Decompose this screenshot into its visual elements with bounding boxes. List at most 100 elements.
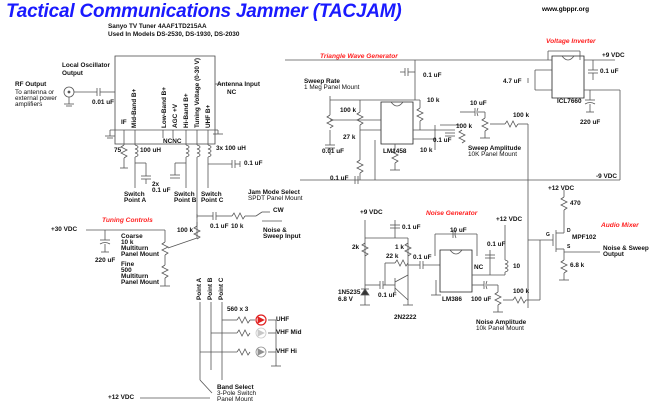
mixer-supply: +12 VDC xyxy=(548,185,575,192)
tuning-section-label: Tuning Controls xyxy=(102,217,153,224)
led-vhf-hi-label: VHF Hi xyxy=(276,348,297,355)
band-select-label-1[interactable]: Band Select xyxy=(217,384,254,391)
band-point-a: Point A xyxy=(196,277,203,300)
inverter-neg-supply: -9 VDC xyxy=(596,173,617,180)
fine-label-1[interactable]: Fine xyxy=(121,261,135,268)
rf-output-label: RF Output xyxy=(15,81,47,88)
lm1458-chip xyxy=(381,102,413,144)
cap2x-label-1: 2x xyxy=(152,181,160,188)
jam-r10k: 10 k xyxy=(231,223,244,230)
mixer-source: S xyxy=(567,244,571,250)
fine-label-4: Panel Mount xyxy=(121,279,159,286)
l3x-label: 3x 100 uH xyxy=(216,145,246,152)
mixer-drain: D xyxy=(567,228,571,234)
switch-a-1: Switch xyxy=(124,191,145,198)
pin-tuning-voltage: Tuning Voltage (0-30 V) xyxy=(194,57,201,128)
coarse-label-4: Panel Mount xyxy=(121,251,159,258)
lm386-chip xyxy=(440,250,472,292)
noise-r22k: 22 k xyxy=(386,253,399,260)
rf-output-desc-1: To antenna or xyxy=(15,89,55,96)
switch-b-2: Point B xyxy=(174,197,197,204)
inverter-c220: 220 uF xyxy=(580,119,601,126)
led-vhf-mid xyxy=(256,328,266,338)
tuning-supply: +30 VDC xyxy=(51,226,78,233)
pin-low-band: Low-Band B+ xyxy=(161,86,168,128)
icl7660-chip xyxy=(552,56,584,98)
noise-c01-c: 0.1 uF xyxy=(487,241,506,248)
mixer-gate: G xyxy=(546,232,550,238)
pin-if: IF xyxy=(121,119,127,126)
fine-label-2: 500 xyxy=(121,267,132,274)
zener-model: 1N5235 xyxy=(338,289,361,296)
mixer-output-2: Output xyxy=(603,251,624,258)
sweep-rate-1[interactable]: Sweep Rate xyxy=(304,78,340,85)
band-select-label-2: 3-Pole Switch xyxy=(217,390,257,397)
tuner-model: Sanyo TV Tuner 4AAF1TD215AA xyxy=(108,23,207,30)
transistor-model: 2N2222 xyxy=(394,314,417,321)
inverter-section-label: Voltage Inverter xyxy=(546,38,596,45)
zener-voltage: 6.8 V xyxy=(338,296,353,303)
band-point-b: Point B xyxy=(207,277,214,300)
tuner-models-used: Used In Models DS-2530, DS-1930, DS-2030 xyxy=(108,31,240,38)
tri-c01-bot: 0.1 uF xyxy=(330,175,349,182)
led-vhf-hi xyxy=(256,347,266,357)
noise-section-label: Noise Generator xyxy=(426,210,478,217)
noise-amplitude-1[interactable]: Noise Amplitude xyxy=(476,319,527,326)
noise-ic: LM386 xyxy=(442,296,462,303)
pin-agc: AGC +V xyxy=(172,104,179,128)
noise-supply: +9 VDC xyxy=(360,209,383,216)
sweep-amplitude-1[interactable]: Sweep Amplitude xyxy=(468,145,522,152)
mixer-section-label: Audio Mixer xyxy=(601,222,639,229)
mixer-r470: 470 xyxy=(570,200,581,207)
pin-mid-band: Mid-Band B+ xyxy=(131,88,138,128)
led-uhf xyxy=(256,315,266,325)
noise-c100u: 100 uF xyxy=(471,296,492,303)
led-uhf-label: UHF xyxy=(276,316,290,323)
tri-r100k-b: 100 k xyxy=(456,123,472,130)
jam-cap: 0.1 uF xyxy=(210,223,229,230)
cap01-label: 0.1 uF xyxy=(244,160,263,167)
rf-output-desc-3: amplifiers xyxy=(15,101,43,108)
site-url[interactable]: www.gbppr.org xyxy=(542,6,590,13)
tri-c01-top: 0.1 uF xyxy=(423,72,442,79)
jam-mode-noise-2[interactable]: Sweep Input xyxy=(263,233,301,240)
antenna-nc-label: NC xyxy=(227,89,237,96)
lo-output-label-2: Output xyxy=(62,70,83,77)
jam-mode-title-1: Jam Mode Select xyxy=(248,189,300,196)
mixer-fet: MPF102 xyxy=(572,234,597,241)
cap2x-label-2: 0.1 uF xyxy=(152,187,171,194)
noise-c01-b: 0.1 uF xyxy=(378,292,397,299)
noise-c01-a: 0.1 uF xyxy=(413,254,432,261)
tri-ic: LM1458 xyxy=(383,148,407,155)
sweep-rate-2: 1 Meg Panel Mount xyxy=(304,84,360,91)
lo-output-label-1: Local Oscillator xyxy=(62,62,110,69)
antenna-input-label: Antenna Input xyxy=(217,81,260,88)
inverter-ic: ICL7660 xyxy=(557,98,582,105)
noise-c01-top: 0.1 uF xyxy=(402,224,421,231)
r75-label: 75 xyxy=(114,147,122,154)
tuning-cap: 220 uF xyxy=(95,257,116,264)
band-supply: +12 VDC xyxy=(108,394,135,401)
pin-uhf: UHF B+ xyxy=(205,104,212,128)
jam-r100k: 100 k xyxy=(177,227,193,234)
fine-label-3: Multiturn xyxy=(121,273,149,280)
jam-mode-cw[interactable]: CW xyxy=(273,207,284,214)
jam-mode-title-2: SPDT Panel Mount xyxy=(248,195,303,202)
tri-r10k-a: 10 k xyxy=(427,97,440,104)
led-vhf-mid-label: VHF Mid xyxy=(276,329,302,336)
page-title: Tactical Communications Jammer (TACJAM) xyxy=(6,1,402,22)
jam-mode-noise-1[interactable]: Noise & xyxy=(263,227,287,234)
tri-c10u: 10 uF xyxy=(470,100,487,107)
inverter-pos-supply: +9 VDC xyxy=(602,52,625,59)
pin-hi-band: Hi-Band B+ xyxy=(183,93,190,128)
mixer-r68k: 6.8 k xyxy=(570,262,585,269)
noise-amplitude-2: 10k Panel Mount xyxy=(476,325,524,332)
rf-cap-label: 0.01 uF xyxy=(92,99,115,106)
coarse-label-1[interactable]: Coarse xyxy=(121,233,143,240)
switch-c-2: Point C xyxy=(201,197,224,204)
noise-supply-12: +12 VDC xyxy=(496,216,523,223)
switch-b-1: Switch xyxy=(174,191,195,198)
mixer-output-1: Noise & Sweep xyxy=(603,245,649,252)
coarse-label-2: 10 k xyxy=(121,239,134,246)
